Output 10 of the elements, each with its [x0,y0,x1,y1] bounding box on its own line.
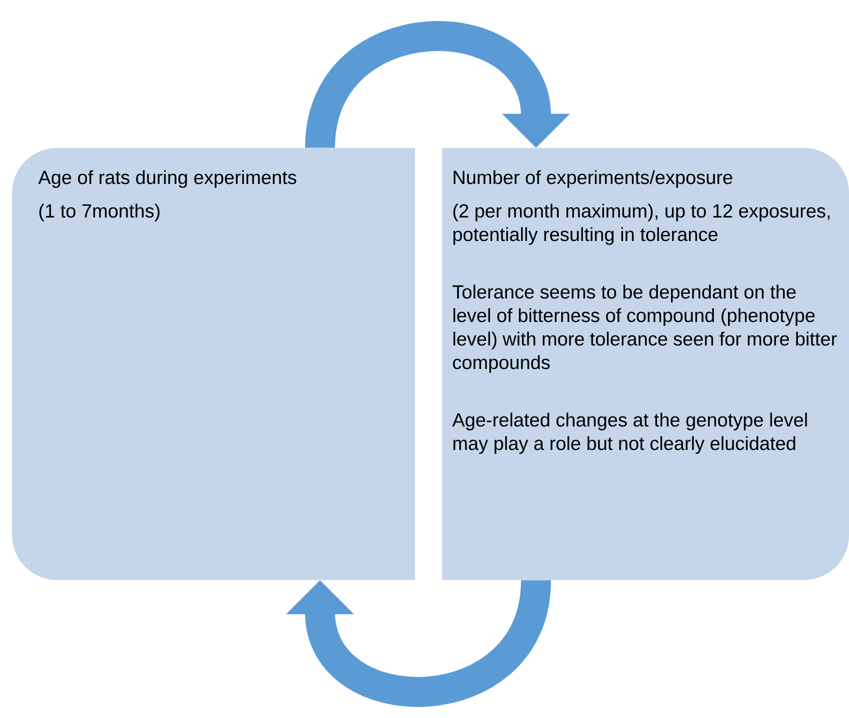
rounded-box [12,148,415,580]
node-text: Tolerance seems to be dependant on the level of bitterness of compound (phenotype level) with more tolerance seen for more bitter compounds [452,284,837,373]
rounded-box [442,148,849,580]
node-text: Number of experiments/exposure [454,170,732,188]
node-text: (2 per month maximum), up to 12 exposures, potentially resulting in tolerance [453,204,830,245]
node-text: (1 to 7months) [39,204,160,222]
node-text: Age-related changes at the genotype level may play a role but not clearly elucidated [452,412,807,454]
curved-arrow [305,21,570,150]
curved-arrow [286,578,551,707]
node-text: Age of rats during experiments [38,170,296,188]
